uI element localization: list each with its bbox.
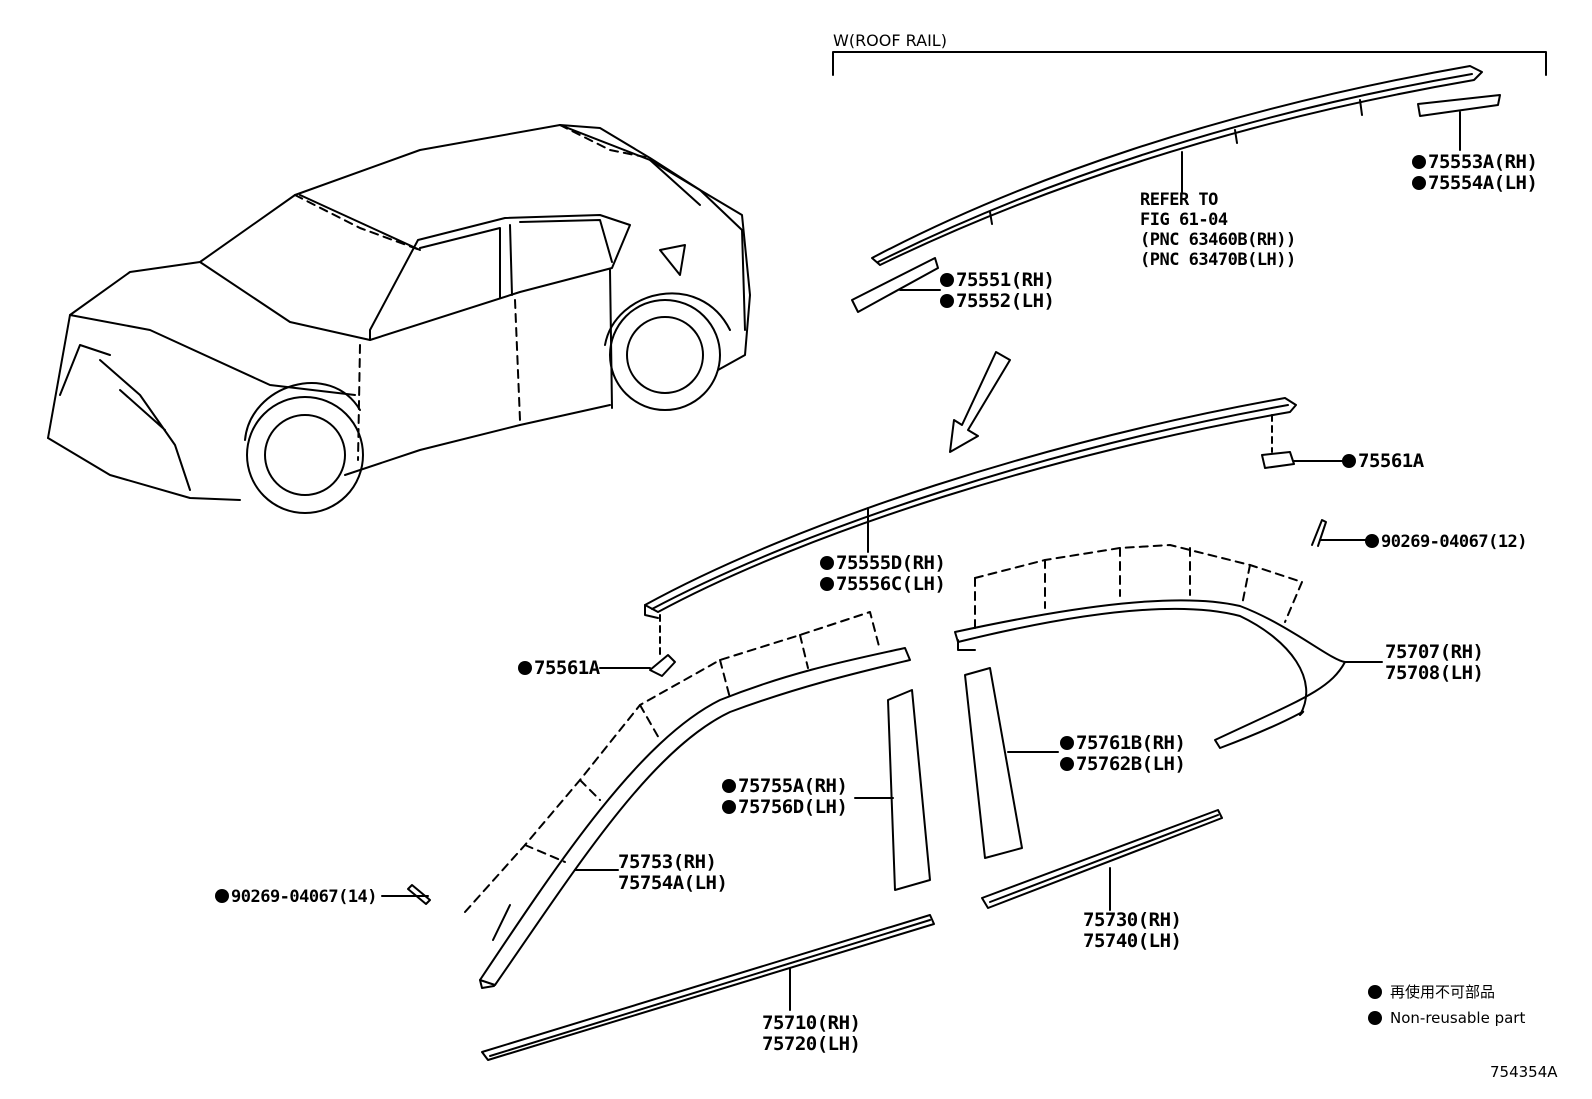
refer-line-4: (PNC 63470B(LH)): [1140, 250, 1296, 270]
part-number: 75756D(LH): [738, 796, 848, 818]
part-number: 75740(LH): [1083, 930, 1182, 952]
vehicle-illustration: [47, 124, 751, 514]
part-number: 75710(RH): [762, 1012, 861, 1034]
non-reusable-dot-icon: [1060, 757, 1074, 771]
roof-end-cap: [1417, 94, 1501, 151]
non-reusable-dot-icon: [1368, 1011, 1382, 1025]
direction-arrow: [949, 351, 1011, 453]
clip-75561a-rear: [1261, 451, 1347, 469]
part-label-p6: 75561A: [518, 658, 600, 679]
part-number: 75556C(LH): [836, 573, 946, 595]
part-number: 75720(LH): [762, 1033, 861, 1055]
non-reusable-dot-icon: [722, 800, 736, 814]
screw-front: [381, 884, 431, 905]
part-label-p3: 75561A: [1342, 451, 1424, 472]
front-door-frame-molding: [464, 611, 911, 989]
non-reusable-dot-icon: [1412, 155, 1426, 169]
legend: 再使用不可部品 Non-reusable part: [1368, 979, 1525, 1031]
non-reusable-dot-icon: [940, 273, 954, 287]
part-number: 75730(RH): [1083, 909, 1182, 931]
roof-rail-bracket: [832, 51, 1547, 76]
front-belt-molding: [481, 914, 935, 1061]
part-label-p4: 75555D(RH) 75556C(LH): [820, 552, 946, 595]
non-reusable-dot-icon: [1365, 534, 1379, 548]
part-number: 75555D(RH): [836, 552, 946, 574]
refer-line-3: (PNC 63460B(RH)): [1140, 230, 1296, 250]
non-reusable-dot-icon: [518, 661, 532, 675]
part-number: 75707(RH): [1385, 641, 1484, 663]
legend-jp: 再使用不可部品: [1390, 983, 1496, 1001]
part-number: 75553A(RH): [1428, 151, 1538, 173]
part-label-p2: 75551(RH) 75552(LH): [940, 269, 1055, 312]
non-reusable-dot-icon: [1368, 985, 1382, 999]
part-label-p12: 75730(RH) 75740(LH): [1083, 909, 1182, 952]
part-label-p8: 75761B(RH) 75762B(LH): [1060, 732, 1186, 775]
part-number: 75552(LH): [956, 290, 1055, 312]
rear-belt-molding: [981, 809, 1223, 911]
part-number: 75754A(LH): [618, 872, 728, 894]
non-reusable-dot-icon: [1412, 176, 1426, 190]
part-label-p7: 75707(RH) 75708(LH): [1385, 641, 1484, 684]
non-reusable-dot-icon: [1342, 454, 1356, 468]
roof-front-cap: [851, 257, 941, 313]
part-label-p13: 75710(RH) 75720(LH): [762, 1012, 861, 1055]
roof-rail-group-label: W(ROOF RAIL): [833, 31, 947, 50]
part-number: 75708(LH): [1385, 662, 1484, 684]
refer-note: REFER TO FIG 61-04 (PNC 63460B(RH)) (PNC…: [1140, 190, 1296, 270]
part-label-p1: 75553A(RH) 75554A(LH): [1412, 151, 1538, 194]
non-reusable-dot-icon: [1060, 736, 1074, 750]
part-label-p5: 90269-04067(12): [1365, 532, 1528, 553]
part-number: 75753(RH): [618, 851, 717, 873]
non-reusable-dot-icon: [820, 556, 834, 570]
part-number: 75561A: [1358, 450, 1424, 472]
part-number: 90269-04067(14): [231, 887, 378, 907]
refer-line-1: REFER TO: [1140, 190, 1218, 210]
non-reusable-dot-icon: [215, 889, 229, 903]
b-pillar-garnish-front: [854, 689, 931, 891]
part-number: 75762B(LH): [1076, 753, 1186, 775]
non-reusable-dot-icon: [820, 577, 834, 591]
legend-en: Non-reusable part: [1390, 1009, 1526, 1027]
roof-side-molding: [644, 397, 1297, 656]
part-label-p10: 75753(RH) 75754A(LH): [618, 851, 728, 894]
part-number: 75761B(RH): [1076, 732, 1186, 754]
non-reusable-dot-icon: [940, 294, 954, 308]
part-number: 75554A(LH): [1428, 172, 1538, 194]
part-number: 75551(RH): [956, 269, 1055, 291]
figure-code: 754354A: [1490, 1063, 1558, 1081]
part-number: 90269-04067(12): [1381, 532, 1528, 552]
non-reusable-dot-icon: [722, 779, 736, 793]
rear-door-frame-molding: [954, 544, 1383, 749]
part-number: 75561A: [534, 657, 600, 679]
screw-rear: [1311, 519, 1369, 547]
part-label-p9: 75755A(RH) 75756D(LH): [722, 775, 848, 818]
refer-line-2: FIG 61-04: [1140, 210, 1228, 230]
b-pillar-garnish-rear: [964, 667, 1059, 859]
roof-rail: [871, 65, 1483, 266]
part-number: 75755A(RH): [738, 775, 848, 797]
clip-75561a-front: [599, 654, 676, 677]
part-label-p11: 90269-04067(14): [215, 887, 378, 908]
